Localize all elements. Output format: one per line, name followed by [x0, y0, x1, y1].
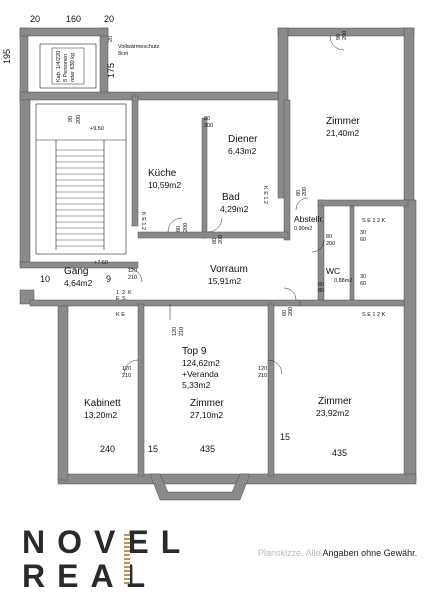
sockets-ke12-kueche: K E 1 2 [140, 212, 146, 230]
floor-plan: 20 160 20 195 20 175 Vollwärmeschutz 8cm… [2, 14, 417, 501]
room-gang-name: Gang [64, 266, 88, 277]
stairs [35, 43, 127, 255]
room-zimmer2-area: 27,10m2 [190, 410, 223, 420]
gang-elev: +7,60 [94, 260, 108, 266]
door-dim-60-a: 60 [360, 237, 366, 243]
door-dim-90-top: 90 [336, 34, 342, 40]
room-wc-area: 0,88m2 [334, 278, 352, 284]
room-kueche-area: 10,59m2 [148, 180, 181, 190]
dim-top-1: 20 [30, 14, 40, 24]
room-kabinett-area: 13,20m2 [84, 410, 117, 420]
brand-line-2: REAL [22, 558, 158, 594]
stair-elev: +9,50 [90, 126, 104, 132]
door-dim-200-a: 200 [183, 223, 189, 232]
waermeschutz-2: 8cm [118, 51, 129, 57]
sockets-sek-1: S E 1 2 K [362, 218, 386, 224]
door-dim-210-k: 210 [122, 373, 131, 379]
sockets-gang-s: S [122, 296, 126, 302]
brand-line-1: NOVEL [22, 524, 193, 560]
room-zimmer1-area: 21,40m2 [326, 128, 359, 138]
door-dim-80-d: 80 [326, 234, 332, 240]
dim-left-3: 175 [106, 63, 116, 78]
room-bad-name: Bad [222, 192, 240, 203]
door-dim-80-b: 80 [212, 238, 218, 244]
dim-left-2: 20 [108, 36, 114, 42]
lift-note-1: Kab. 1/4/220 [56, 51, 62, 82]
waermeschutz-1: Vollwärmeschutz [118, 44, 160, 50]
brand-accent-bar [124, 534, 130, 584]
room-abstellr-name: Abstellr. [294, 214, 324, 224]
disclaimer: Planskizze. Alle Angaben ohne Gewähr. [258, 548, 417, 558]
door-dim-80-a: 80 [176, 226, 182, 232]
room-wc-name: WC [326, 266, 340, 276]
door-dim-120-gang: 120 [128, 268, 137, 274]
door-dim-200-b: 200 [218, 235, 224, 244]
gang-dim-9: 9 [106, 274, 111, 284]
door-dim-80-wc: 80 [318, 288, 324, 294]
door-dim-200-c: 200 [302, 187, 308, 196]
lift-note-3: oder 630 kg [70, 53, 76, 82]
room-zimmer3-area: 23,92m2 [316, 408, 349, 418]
door-dim-80-kueche: 80 [204, 116, 210, 122]
top-label-2: 124,62m2 [182, 358, 220, 368]
novel-real-logo: NOVEL REAL [22, 524, 192, 594]
room-bad-area: 4,29m2 [220, 204, 249, 214]
dim-top-3: 20 [104, 14, 114, 24]
top-label-3: +Veranda [182, 369, 219, 379]
lift-note-2: 8 Personen [63, 54, 69, 82]
stair-steps [56, 149, 104, 247]
sockets-gang-e: E [116, 296, 120, 302]
door-dim-30-b: 30 [360, 274, 366, 280]
dim-left-1: 195 [2, 49, 12, 64]
bottom-dim-15a: 15 [148, 444, 158, 454]
room-vorraum-area: 15,91m2 [208, 276, 241, 286]
room-zimmer2-name: Zimmer [190, 398, 225, 409]
lift [51, 47, 85, 85]
sockets-gang-2: 2 [122, 290, 125, 296]
door-dim-60-b: 60 [360, 281, 366, 287]
room-zimmer1-name: Zimmer [326, 116, 361, 127]
bottom-dim-15b: 15 [280, 432, 290, 442]
door-dim-120-z: 120 [258, 366, 267, 372]
disclaimer-part-1: Planskizze. Alle [258, 548, 321, 558]
door-swings [123, 35, 345, 375]
sockets-sek-2: S E 1 2 K [362, 312, 386, 318]
door-dim-210-gang: 210 [128, 275, 137, 281]
room-gang-area: 4,64m2 [64, 278, 93, 288]
door-dim-60-vorraum: 60 [282, 310, 288, 316]
dim-top-2: 160 [66, 14, 81, 24]
sockets-gang-k: K [128, 290, 132, 296]
top-label-4: 5,33m2 [182, 380, 211, 390]
door-dim-210-c: 210 [179, 327, 185, 336]
door-dim-200-kueche: 200 [204, 123, 213, 129]
door-dim-210-z: 210 [258, 373, 267, 379]
bottom-dim-240: 240 [100, 444, 115, 454]
stair-200: 200 [76, 115, 82, 124]
room-kueche-name: Küche [148, 168, 177, 179]
disclaimer-part-2: Angaben ohne Gewähr. [322, 548, 418, 558]
bottom-dim-435b: 435 [332, 448, 347, 458]
door-dim-200-vorraum: 200 [288, 307, 294, 316]
bottom-dim-435a: 435 [200, 444, 215, 454]
door-dim-120-k: 120 [122, 366, 131, 372]
gang-dim-10: 10 [40, 274, 50, 284]
room-diener-area: 6,43m2 [228, 146, 257, 156]
door-dim-200-top: 200 [342, 31, 348, 40]
room-vorraum-name: Vorraum [210, 264, 248, 275]
walls [19, 27, 417, 501]
sockets-ke-1: K E [116, 312, 125, 318]
room-zimmer3-name: Zimmer [318, 396, 353, 407]
stair-90: 90 [68, 116, 74, 122]
door-dim-120-c: 120 [172, 327, 178, 336]
door-dim-80-c: 80 [296, 190, 302, 196]
room-abstellr-area: 0,90m2 [294, 226, 312, 232]
sockets-ke12-bad: K E 1 2 [262, 186, 268, 204]
sockets-gang-1: 1 [116, 290, 119, 296]
door-dim-60-wc: 60 [318, 282, 324, 288]
room-diener-name: Diener [228, 134, 258, 145]
door-dim-30-a: 30 [360, 230, 366, 236]
room-kabinett-name: Kabinett [84, 398, 121, 409]
top-label-1: Top 9 [182, 346, 207, 357]
door-dim-200-d: 200 [326, 241, 335, 247]
